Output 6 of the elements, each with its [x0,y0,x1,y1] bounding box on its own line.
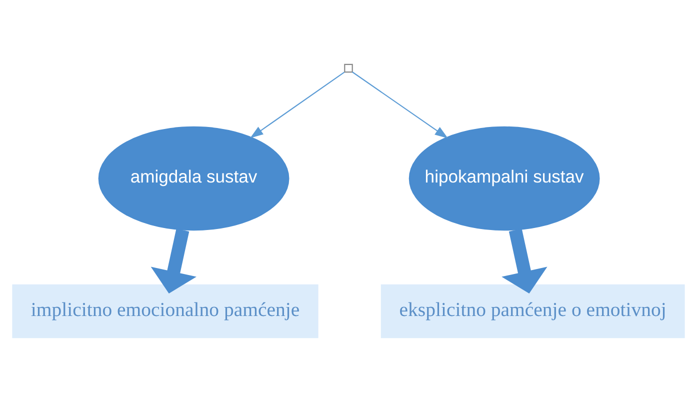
arrow [352,71,448,138]
node-box: implicitno emocionalno pamćenje [12,284,318,338]
arrow [150,228,196,294]
arrow [502,228,548,294]
arrow [250,71,345,138]
node-box: eksplicitno pamćenje o emotivnoj [380,284,685,338]
